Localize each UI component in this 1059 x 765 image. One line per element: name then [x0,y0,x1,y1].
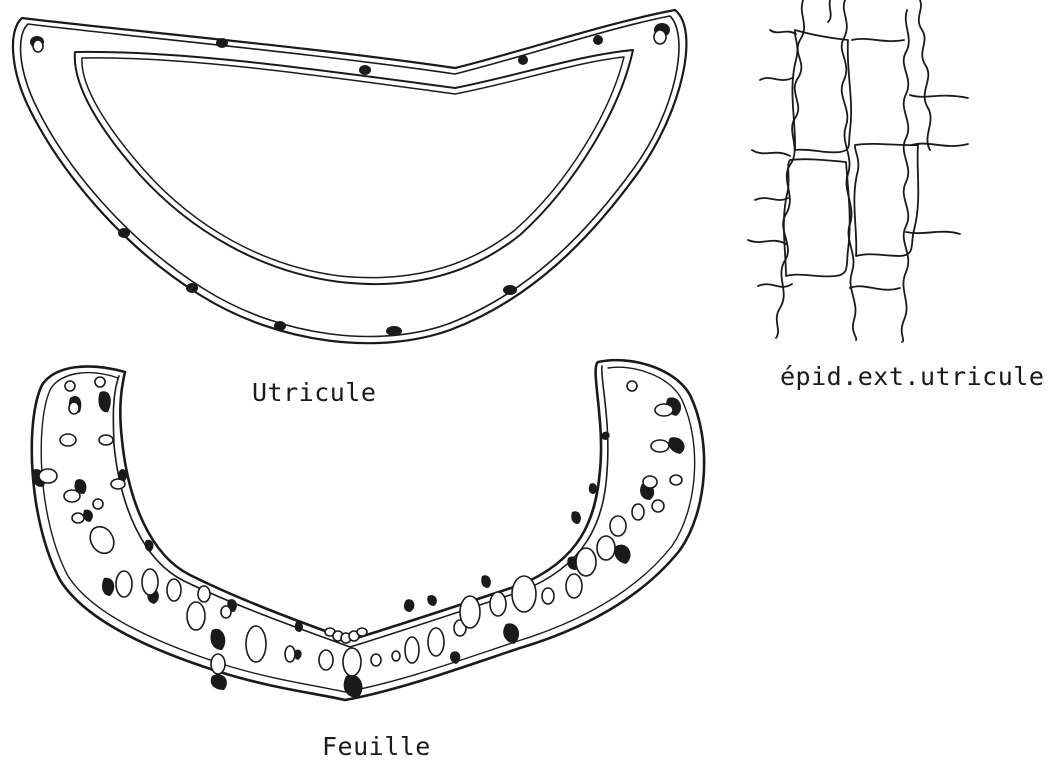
feuille-outer-wall [32,360,704,700]
caption-utricule: Utricule [252,378,376,407]
epidermis-wall [748,240,786,244]
utricule-dot [186,283,198,293]
utricule-dot [386,326,402,336]
utricule-inner-cavity-inner-line [82,57,624,278]
epidermis-wall [902,10,909,342]
epidermis-wall [770,30,796,34]
caption-feuille: Feuille [322,732,431,761]
epidermis-wall [850,286,900,289]
utricule-dot [593,35,603,45]
utricule-dot [216,38,228,48]
utricule-dot [118,228,130,238]
epidermis-wall [842,0,857,340]
caption-epidermis: épid.ext.utricule [780,362,1044,391]
utricule-dot [503,285,517,295]
feuille-cross-section [32,360,705,700]
epidermis-wall [758,284,792,287]
utricule-inner-cavity [75,50,633,284]
feuille-outer-inner-line [41,367,694,692]
utricule-cross-section [13,10,686,343]
epidermis-cell [854,144,918,256]
epidermis-wall [912,144,968,146]
utricule-dot [33,40,43,52]
epidermis-wall [755,198,788,200]
epidermis-wall [910,95,968,98]
epidermis-cell [784,159,850,276]
epidermis-cell-network [748,0,968,342]
utricule-dot [654,30,666,44]
utricule-dot [359,65,371,75]
utricule-dot [274,321,286,331]
epidermis-wall [760,78,792,80]
epidermis-wall [852,39,904,41]
utricule-dot [518,55,528,65]
epidermis-wall [828,0,831,22]
epidermis-wall [919,0,931,150]
epidermis-wall [752,150,790,156]
